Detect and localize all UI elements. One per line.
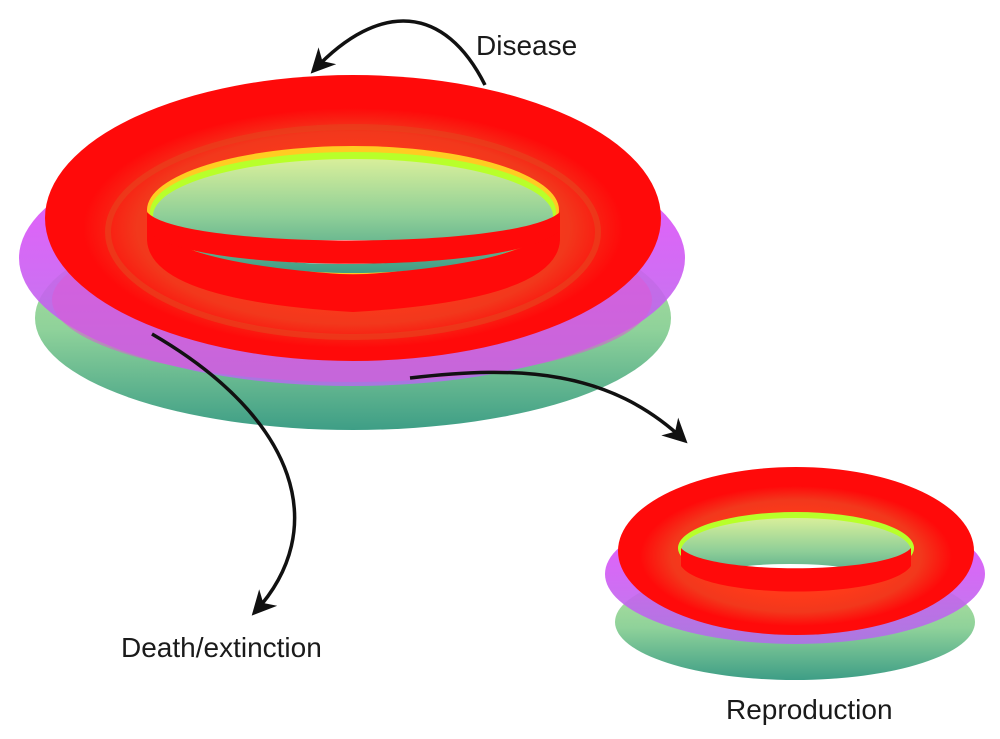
reproduction-arrow bbox=[409, 370, 688, 444]
reproduction-label: Reproduction bbox=[726, 694, 893, 725]
offspring-torus bbox=[605, 467, 985, 680]
parent-torus bbox=[19, 75, 685, 430]
disease-label: Disease bbox=[476, 30, 578, 61]
torus-ring-ridge bbox=[105, 124, 601, 340]
torus-inner-wall bbox=[147, 212, 560, 312]
torus-inner-wall-top bbox=[147, 212, 560, 264]
death-arrow bbox=[151, 332, 297, 616]
death-extinction-label: Death/extinction bbox=[121, 632, 322, 663]
torus-inner-wall bbox=[681, 548, 911, 592]
disease-arrow bbox=[310, 19, 487, 86]
